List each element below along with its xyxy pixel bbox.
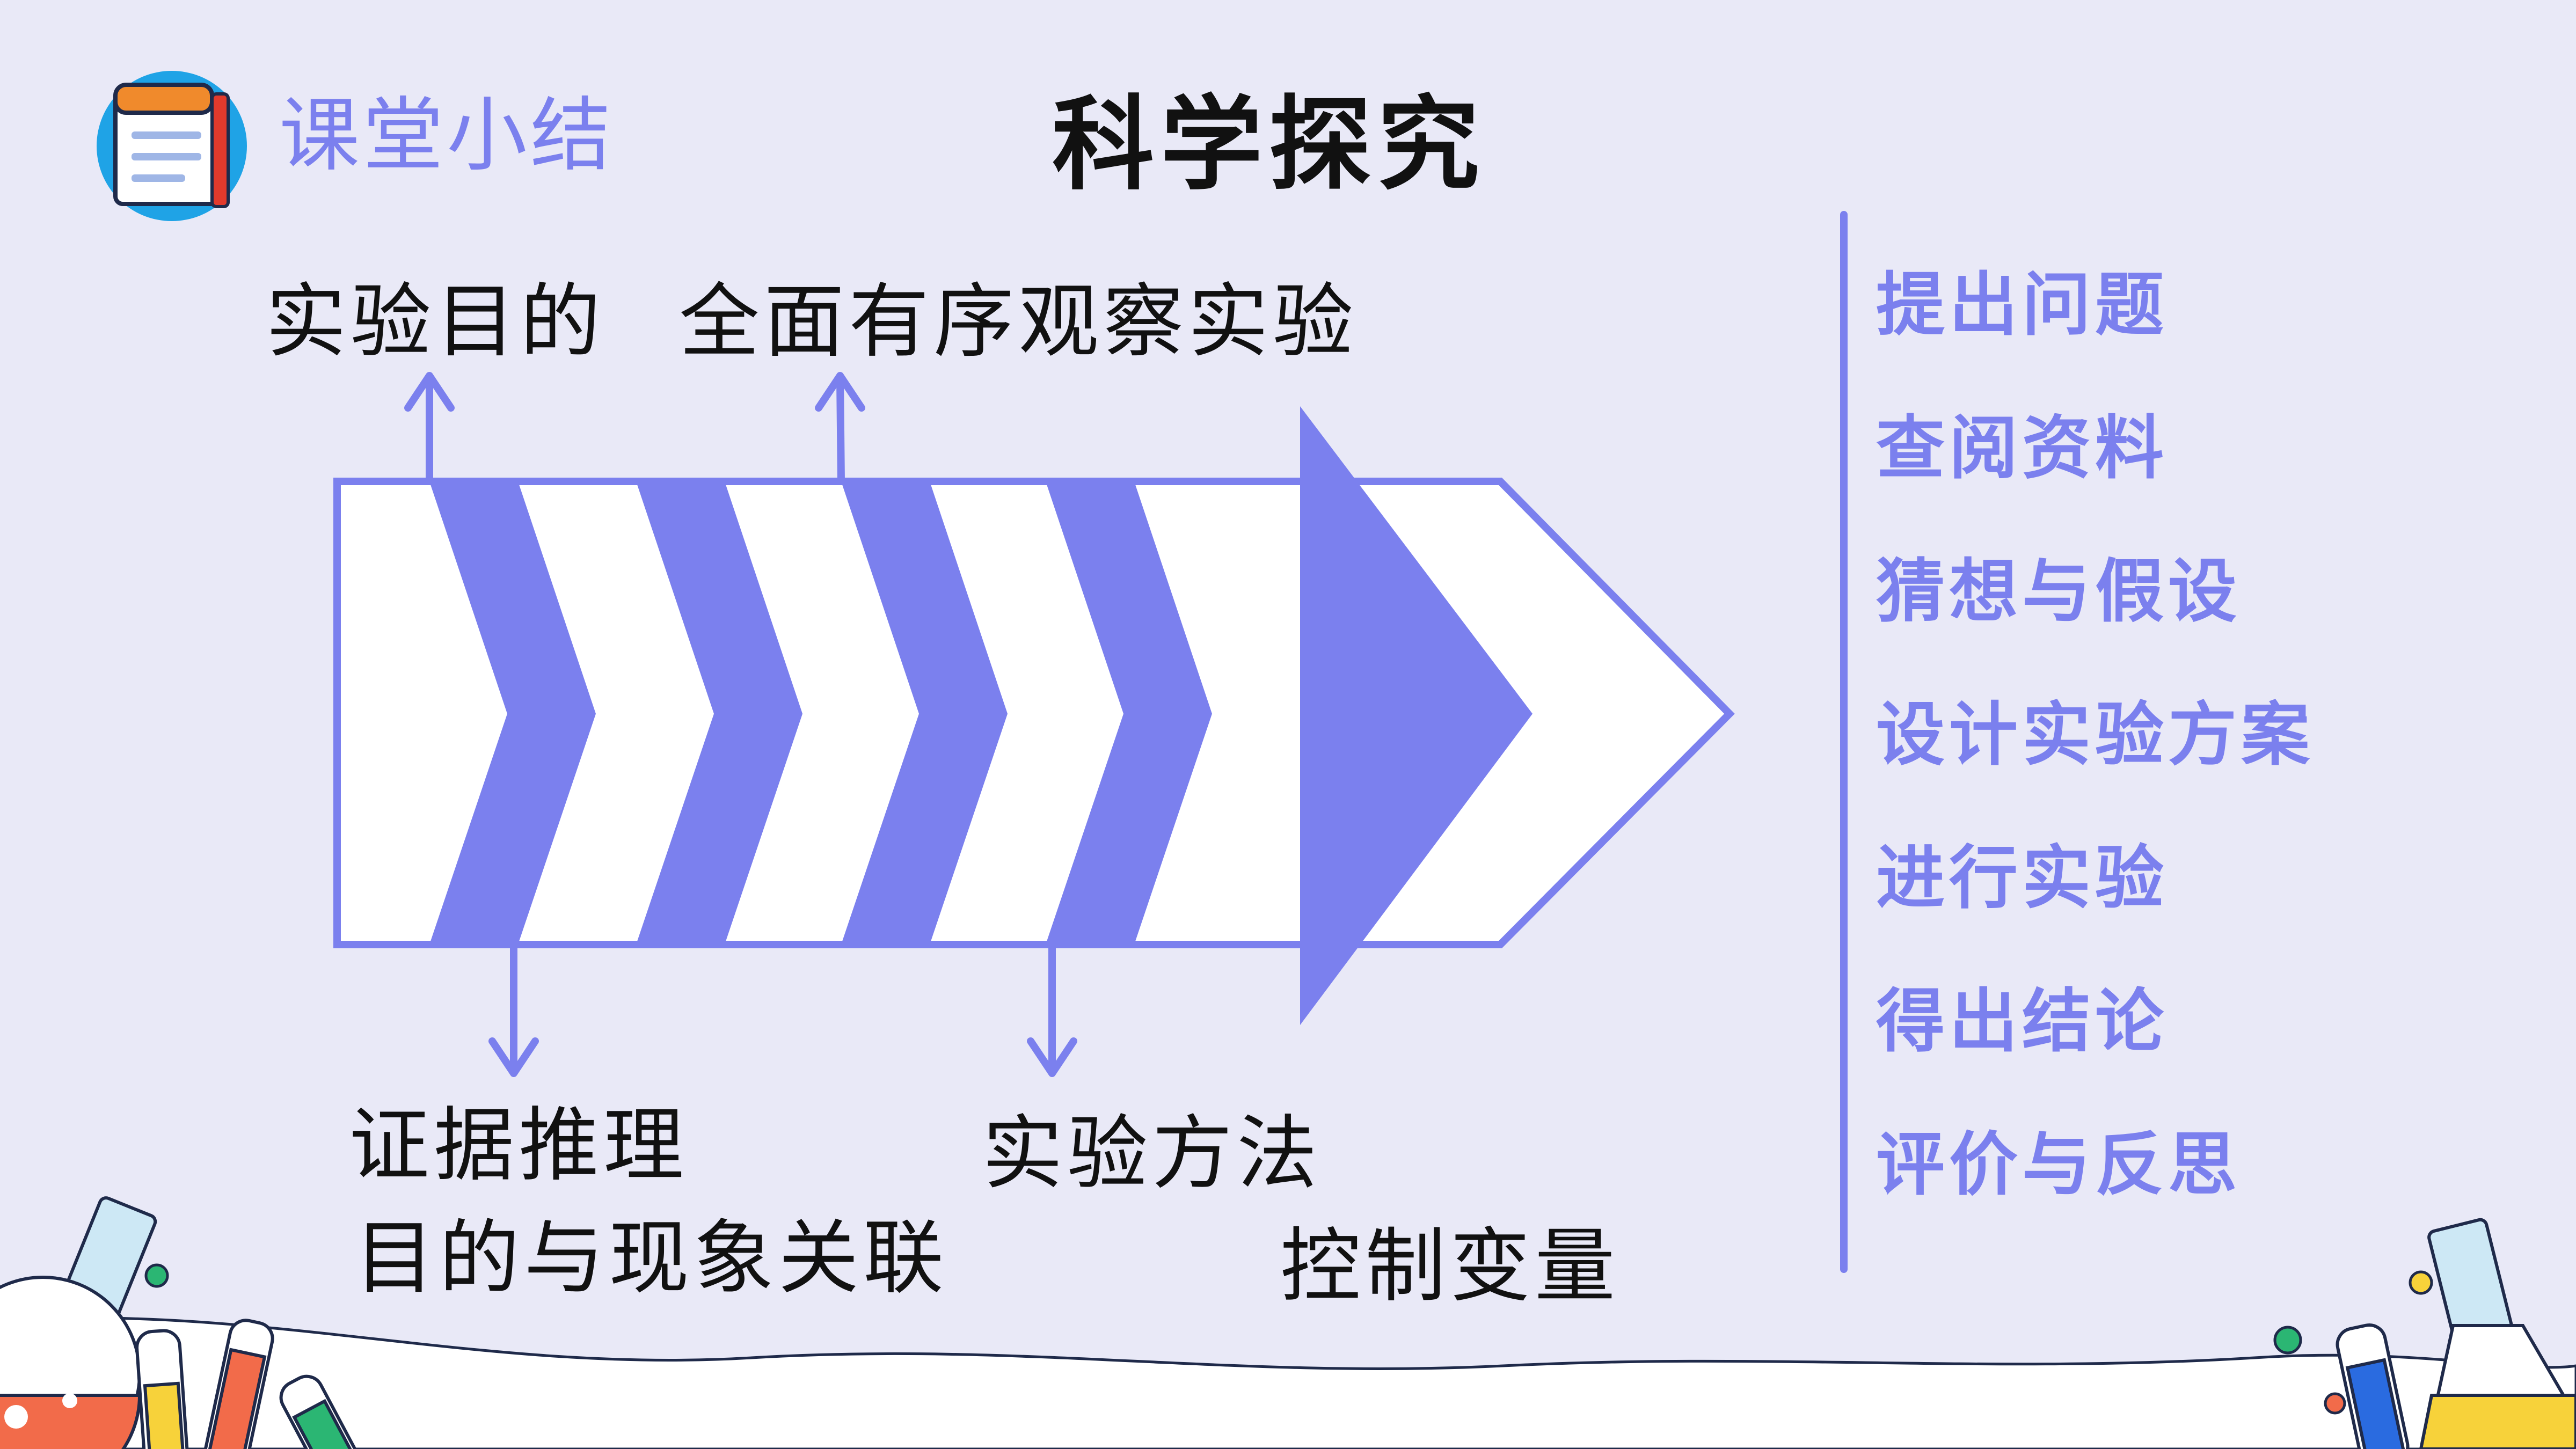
- bubble-dot: [144, 1263, 169, 1288]
- step-item: 评价与反思: [1876, 1125, 2242, 1205]
- step-item: 猜想与假设: [1876, 552, 2242, 632]
- bubble-dot: [2409, 1270, 2433, 1295]
- process-arrow: [333, 406, 1735, 1025]
- label-experiment-purpose: 实验目的: [266, 275, 605, 369]
- section-badge-label: 课堂小结: [279, 89, 615, 182]
- step-item: 查阅资料: [1876, 408, 2169, 488]
- step-item: 得出结论: [1876, 982, 2169, 1062]
- notebook-icon: [97, 71, 247, 221]
- page-title: 科学探究: [1052, 85, 1486, 204]
- ground-decoration: [0, 1316, 2576, 1449]
- test-tube-icon: [135, 1319, 367, 1449]
- label-experiment-method: 实验方法: [982, 1107, 1322, 1201]
- step-item: 设计实验方案: [1876, 695, 2315, 775]
- inquiry-steps-list: 提出问题 查阅资料 猜想与假设 设计实验方案 进行实验 得出结论 评价与反思: [1876, 271, 2314, 1274]
- chevron-stripe-1: [429, 481, 596, 945]
- label-purpose-phenomenon: 目的与现象关联: [354, 1212, 948, 1305]
- step-item: 进行实验: [1876, 838, 2169, 918]
- flask-icon-right: [2336, 1218, 2576, 1449]
- arrow-head: [1300, 406, 1533, 1025]
- step-item: 提出问题: [1876, 265, 2169, 345]
- label-observation: 全面有序观察实验: [679, 275, 1358, 369]
- label-evidence-reasoning: 证据推理: [349, 1099, 689, 1192]
- chevron-stripe-4: [1046, 481, 1212, 945]
- chevron-stripe-3: [841, 481, 1008, 945]
- bubble-dot: [2324, 1392, 2346, 1415]
- label-control-variables: 控制变量: [1280, 1220, 1620, 1313]
- bubble-dot: [2273, 1326, 2302, 1355]
- connector-arrows: [404, 372, 1077, 1077]
- chevron-stripe-2: [636, 481, 802, 945]
